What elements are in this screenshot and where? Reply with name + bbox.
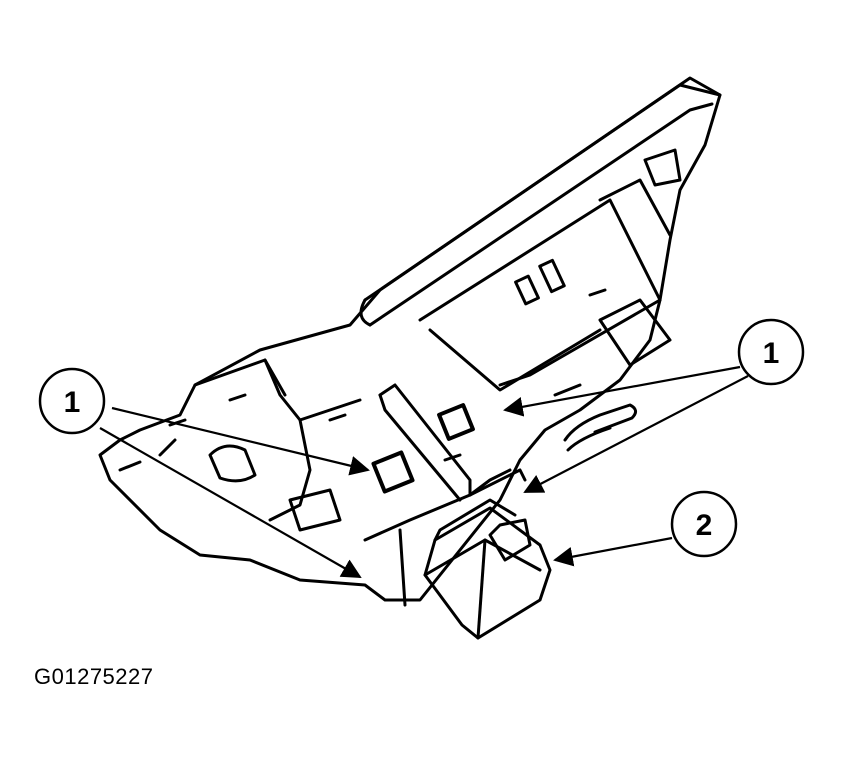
callout-2-label: 2 (696, 509, 713, 542)
leader-line-1a (111, 406, 370, 476)
leader-line-1b (99, 427, 362, 578)
callout-1-left: 1 (38, 367, 106, 435)
leader-lines (99, 365, 749, 578)
callout-1-right-label: 1 (763, 337, 780, 370)
callout-1-right: 1 (737, 318, 805, 386)
callout-2: 2 (670, 490, 738, 558)
housing-drawing (98, 76, 722, 640)
leader-line-2 (553, 536, 673, 567)
leader-line-1c (503, 365, 741, 417)
callout-1-left-label: 1 (64, 386, 81, 419)
leader-line-1d (523, 375, 749, 493)
figure-id: G01275227 (34, 664, 154, 689)
